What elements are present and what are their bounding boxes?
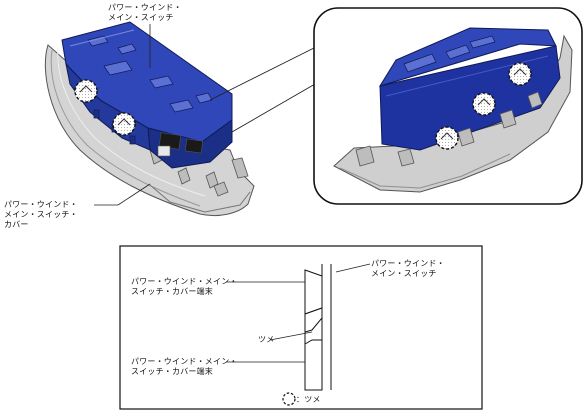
- main-switch-assembly: [44, 21, 255, 217]
- zoom-callout: [313, 7, 583, 205]
- claw-legend-marker-icon: [282, 392, 296, 406]
- inset-cover-end-lower-label: パワー・ウインド・メイン・ スイッチ・カバー端末: [131, 357, 238, 376]
- claw-marker-icon: [74, 79, 98, 103]
- claw-marker-icon: [508, 62, 532, 86]
- inset-legend-label: ：ツメ: [296, 395, 321, 404]
- inset-claw-label: ツメ: [258, 335, 275, 344]
- inset-cover-end-upper-label: パワー・ウインド・メイン・ スイッチ・カバー端末: [131, 277, 238, 296]
- claw-marker-icon: [472, 92, 496, 116]
- switch-cover-label: パワー・ウインド・ メイン・スイッチ・ カバー: [4, 200, 78, 229]
- main-switch-label: パワー・ウインド・ メイン・スイッチ: [108, 3, 182, 22]
- claw-marker-icon: [112, 112, 136, 136]
- inset-main-switch-label: パワー・ウインド・ メイン・スイッチ: [371, 259, 445, 278]
- claw-detail-inset: [119, 245, 483, 410]
- callout-connector: [209, 45, 319, 101]
- claw-marker-icon: [435, 126, 459, 150]
- callout-connector: [231, 79, 323, 133]
